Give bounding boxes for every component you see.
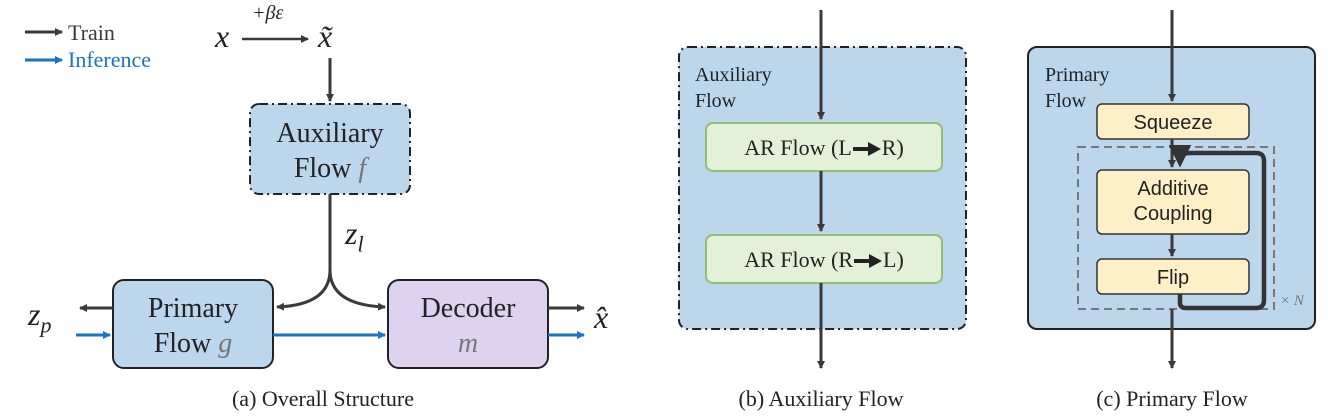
ar-lr-suffix: R) xyxy=(881,135,904,160)
legend-train-label: Train xyxy=(68,20,115,45)
x-hat-label: x̂ xyxy=(594,299,609,335)
auxiliary-flow-text: Auxiliary Flow f xyxy=(250,116,410,186)
primary-flow-text: Primary Flow g xyxy=(113,291,273,361)
ar-rl-prefix: AR Flow (R xyxy=(744,247,854,272)
ar-flow-lr-box xyxy=(705,122,943,172)
caption-a: (a) Overall Structure xyxy=(231,386,415,411)
b-title-line1: Auxiliary xyxy=(695,64,772,86)
coupling-line2: Coupling xyxy=(1133,203,1213,225)
auxiliary-flow-subtitle: Flow f xyxy=(250,151,410,186)
flip-label: Flip xyxy=(1156,267,1190,289)
z-l-subscript: l xyxy=(357,231,364,257)
ar-flow-rl-label: AR Flow (R L) xyxy=(706,246,942,274)
decoder-text: Decoder m xyxy=(388,291,548,361)
ar-lr-prefix: AR Flow (L xyxy=(744,135,852,160)
ar-flow-lr-label: AR Flow (L R) xyxy=(706,134,942,162)
z-p-label: zp xyxy=(28,296,51,338)
repeat-n-label: × N xyxy=(1280,293,1304,309)
primary-flow-symbol: g xyxy=(218,328,233,359)
decoder-box xyxy=(387,279,549,369)
caption-b: (b) Auxiliary Flow xyxy=(738,386,904,411)
caption-c: (c) Primary Flow xyxy=(1096,386,1248,411)
x-label: x xyxy=(215,18,230,54)
ar-rl-suffix: L) xyxy=(883,247,904,272)
right-arrow-icon xyxy=(854,254,883,268)
noise-label: +βε xyxy=(252,2,284,24)
c-title-line1: Primary xyxy=(1045,64,1110,86)
squeeze-label: Squeeze xyxy=(1133,112,1213,134)
zl-to-decoder-arrow xyxy=(328,269,386,311)
legend-inference-label: Inference xyxy=(68,47,152,72)
x-tilde-label: x̃ xyxy=(318,18,333,54)
flip-box xyxy=(1096,258,1250,295)
auxiliary-flow-box xyxy=(249,103,411,195)
right-arrow-icon xyxy=(852,142,881,156)
zl-to-primary-arrow xyxy=(276,269,332,311)
auxiliary-flow-title: Auxiliary xyxy=(276,118,384,149)
z-l-label: zl xyxy=(345,215,364,257)
ar-flow-rl-box xyxy=(705,234,943,284)
primary-flow-title: Primary xyxy=(147,293,239,324)
b-title: Auxiliary Flow xyxy=(695,62,772,114)
z-p-main: z xyxy=(28,296,41,332)
auxiliary-flow-symbol: f xyxy=(358,153,367,184)
additive-coupling-label: Additive Coupling xyxy=(1097,177,1249,227)
primary-flow-subtitle: Flow g xyxy=(113,326,273,361)
repeat-loop-arrow xyxy=(1168,144,1267,311)
decoder-symbol: m xyxy=(457,328,479,359)
primary-flow-box xyxy=(112,279,274,369)
coupling-line1: Additive xyxy=(1137,178,1209,200)
b-title-line2: Flow xyxy=(695,90,737,112)
auxiliary-flow-word: Flow xyxy=(293,153,352,184)
c-title-line2: Flow xyxy=(1045,90,1087,112)
c-title: Primary Flow xyxy=(1045,62,1109,114)
z-p-subscript: p xyxy=(40,312,52,338)
z-l-main: z xyxy=(345,215,358,251)
decoder-title: Decoder xyxy=(420,293,516,324)
primary-flow-word: Flow xyxy=(153,328,212,359)
